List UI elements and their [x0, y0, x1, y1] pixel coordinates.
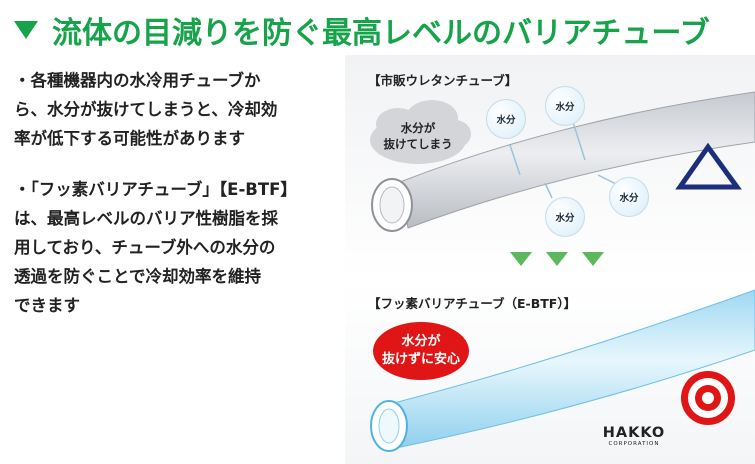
triangle-down-icon [14, 21, 38, 39]
bullet-solution: ・「フッ素バリアチューブ」【E-BTF】 は、最高レベルのバリア性樹脂を採 用し… [14, 180, 297, 315]
chevron-down-icon [510, 252, 532, 266]
urethane-tube-bore [379, 186, 405, 224]
double-circle-target-icon [681, 371, 735, 425]
cloud-message: 水分が 抜けてしまう [383, 121, 453, 151]
moisture-bubble: 水分 [609, 177, 649, 217]
urethane-tube-label: 【市販ウレタンチューブ】 [368, 73, 518, 88]
moisture-bubble: 水分 [486, 99, 526, 139]
triangle-outline-icon [675, 142, 742, 190]
description-text: ・各種機器内の水冷用チューブか ら、水分が抜けてしまうと、冷却効 率が低下する可… [14, 66, 354, 342]
logo-subtitle: CORPORATION [608, 441, 660, 447]
urethane-tube [399, 91, 755, 229]
barrier-tube [389, 289, 755, 449]
logo-name: HAKKO [602, 425, 666, 441]
safe-badge: 水分が 抜けずに安心 [373, 322, 469, 380]
moisture-bubble: 水分 [545, 86, 585, 126]
barrier-tube-bore [378, 408, 400, 444]
chevron-down-icon [582, 252, 604, 266]
bullet-problem: ・各種機器内の水冷用チューブか ら、水分が抜けてしまうと、冷却効 率が低下する可… [14, 71, 278, 148]
cloud-shape [370, 100, 471, 164]
chevron-down-icon [546, 252, 568, 266]
barrier-tube-label: 【フッ素バリアチューブ（E-BTF）】 [368, 296, 577, 311]
moisture-bubble: 水分 [545, 197, 585, 237]
page-heading: 流体の目減りを防ぐ最高レベルのバリアチューブ [14, 8, 710, 52]
hakko-logo: HAKKO CORPORATION [594, 426, 674, 448]
moisture-arrows [509, 121, 617, 199]
page-title: 流体の目減りを防ぐ最高レベルのバリアチューブ [52, 16, 710, 51]
